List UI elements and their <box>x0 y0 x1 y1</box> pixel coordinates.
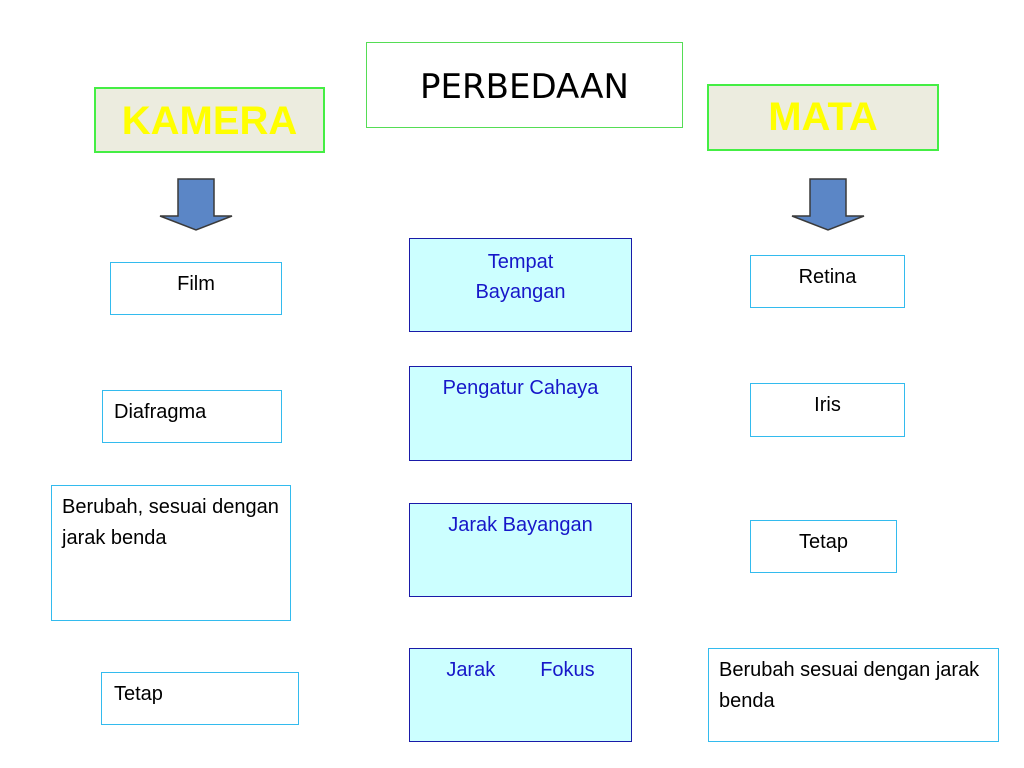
mata-cell-retina: Retina <box>750 255 905 308</box>
mata-down-arrow-icon <box>791 178 865 231</box>
center-label-pengatur-cahaya: Pengatur Cahaya <box>442 377 599 399</box>
center-label-fokus: Fokus <box>540 659 595 681</box>
mata-header: MATA <box>707 84 939 151</box>
kamera-down-arrow-icon <box>159 178 233 231</box>
center-label-jarak-bayangan: Jarak Bayangan <box>448 514 593 536</box>
kamera-cell-tetap: Tetap <box>101 672 299 725</box>
mata-cell-berubah: Berubah sesuai dengan jarak benda <box>708 648 999 742</box>
center-box-jarak-bayangan: Jarak Bayangan <box>409 503 632 597</box>
mata-cell-iris: Iris <box>750 383 905 437</box>
kamera-header: KAMERA <box>94 87 325 153</box>
center-box-pengatur-cahaya: Pengatur Cahaya <box>409 366 632 461</box>
kamera-cell-diafragma: Diafragma <box>102 390 282 443</box>
center-label-tempat-bayangan: Tempat Bayangan <box>475 251 566 303</box>
diagram-title: PERBEDAAN <box>366 42 683 128</box>
center-box-tempat-bayangan: Tempat Bayangan <box>409 238 632 332</box>
kamera-cell-berubah: Berubah, sesuai dengan jarak benda <box>51 485 291 621</box>
center-label-jarak: Jarak <box>446 659 496 681</box>
kamera-cell-film: Film <box>110 262 282 315</box>
mata-cell-tetap: Tetap <box>750 520 897 573</box>
center-box-jarak-fokus: Jarak Fokus <box>409 648 632 742</box>
